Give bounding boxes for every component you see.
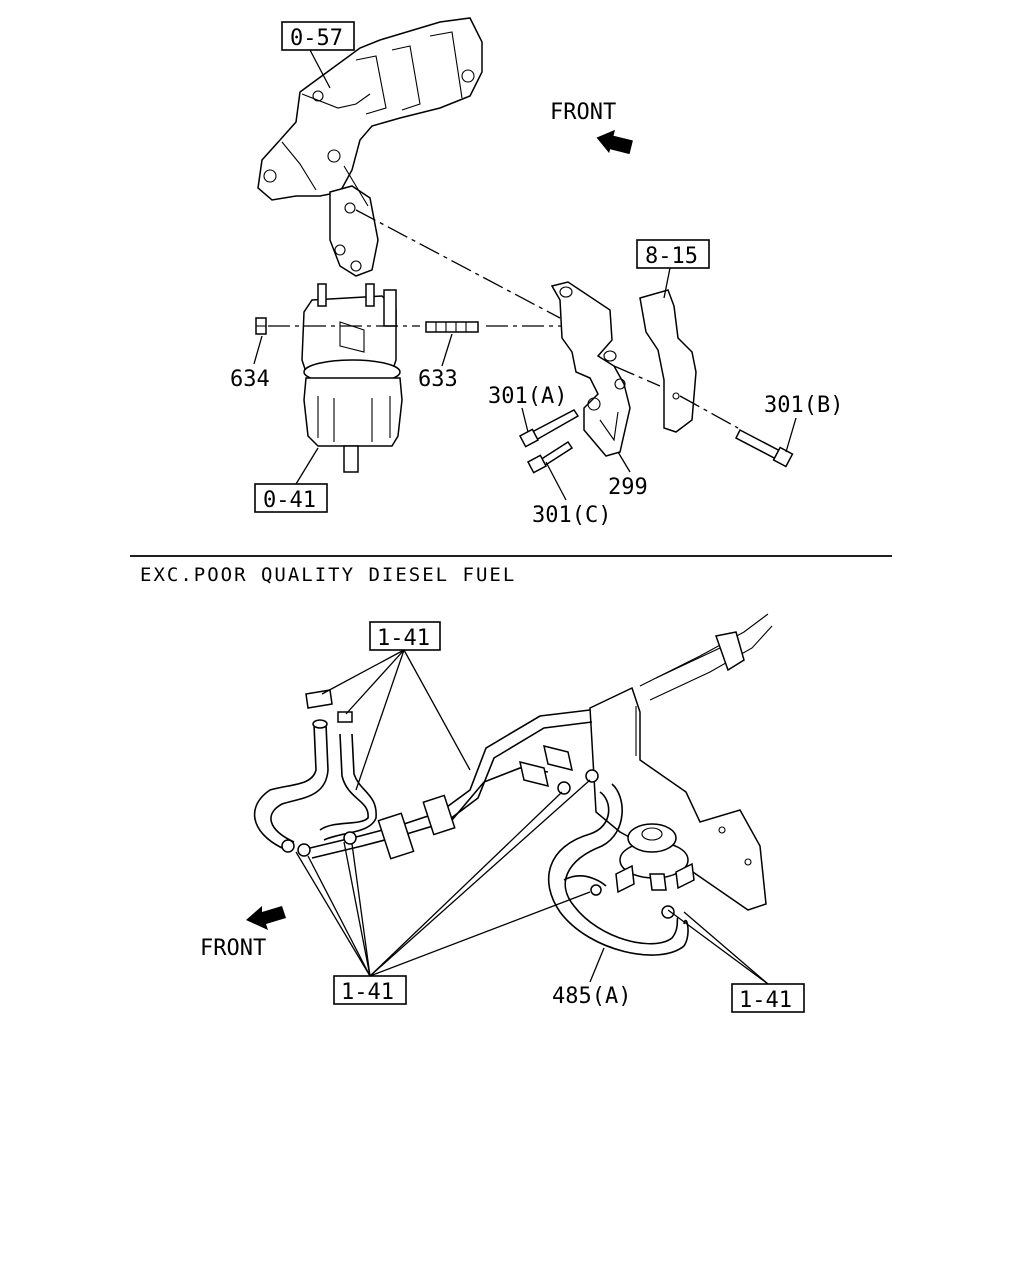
- part-301c-label: 301(C): [532, 503, 611, 528]
- clamp-1: [281, 839, 295, 853]
- ref-box-1-41-bottom-right: 1-41: [667, 909, 805, 1013]
- bolt-301b: [735, 428, 794, 468]
- bolt-301c: [526, 440, 574, 474]
- hose-left: [253, 689, 333, 849]
- centerline-bracket: [355, 209, 561, 319]
- ref-box-0-57: 0-57: [281, 21, 355, 89]
- part-301b-label: 301(B): [764, 393, 843, 418]
- ref-box-0-41: 0-41: [254, 447, 328, 513]
- section-label: EXC.POOR QUALITY DIESEL FUEL: [140, 564, 516, 586]
- centerline-bolt-b: [679, 395, 739, 429]
- ref-1-41-top-label: 1-41: [377, 626, 430, 651]
- front-label-bottom: FRONT: [200, 936, 266, 961]
- ref-1-41-bottom-right-label: 1-41: [739, 988, 792, 1013]
- centerline-bracket-815: [613, 365, 661, 387]
- ref-box-1-41-bottom-left: 1-41: [295, 779, 591, 1005]
- ref-box-1-41-top: 1-41: [321, 621, 471, 791]
- front-label-top: FRONT: [550, 100, 616, 125]
- pressure-regulator: [590, 823, 695, 919]
- clamp-2: [297, 843, 311, 857]
- ref-0-41-label: 0-41: [263, 488, 316, 513]
- hose-middle: [319, 711, 377, 841]
- nut-634: [255, 317, 267, 335]
- ref-0-57-label: 0-57: [290, 26, 343, 51]
- part-633-label: 633: [418, 367, 458, 392]
- clamp-3: [343, 831, 357, 845]
- part-301a-label: 301(A): [488, 384, 567, 409]
- bracket-299: [550, 281, 631, 457]
- front-arrow-top: FRONT: [550, 100, 633, 155]
- ref-box-8-15: 8-15: [636, 239, 710, 299]
- part-634-label: 634: [230, 367, 270, 392]
- ref-1-41-bottom-left-label: 1-41: [341, 980, 394, 1005]
- frame-rail: [639, 613, 773, 701]
- bracket-8-15: [639, 289, 697, 433]
- fuel-filter-assembly: [301, 283, 403, 473]
- part-299-label: 299: [608, 475, 648, 500]
- ref-8-15-label: 8-15: [645, 244, 698, 269]
- intake-pipe-assembly: [257, 17, 483, 277]
- bolt-301a: [518, 409, 580, 448]
- fuel-lines: [309, 709, 593, 860]
- part-485a-label: 485(A): [552, 984, 631, 1009]
- front-arrow-bottom: FRONT: [200, 906, 286, 961]
- hose-485a: [547, 769, 689, 956]
- washer-633: [425, 321, 479, 333]
